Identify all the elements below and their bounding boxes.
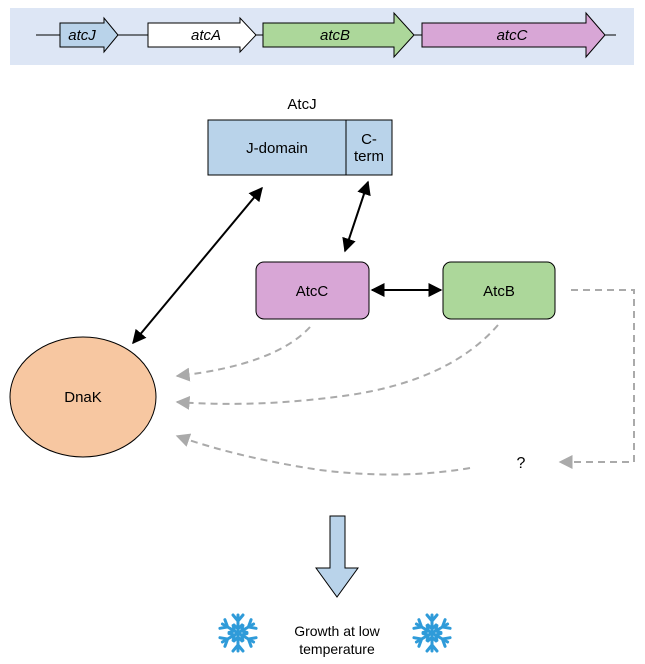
unknown-factor-label: ?	[517, 455, 526, 472]
dnak-node	[9, 336, 157, 458]
gene-atcb-arrow: atcB	[262, 11, 415, 59]
left-snowflake-icon	[220, 615, 256, 651]
atcc-label: AtcC	[296, 283, 329, 300]
dashed-arrow-atcc-dnak	[175, 326, 311, 382]
atcj-title: AtcJ	[287, 96, 316, 113]
right-snowflake-icon	[414, 615, 450, 651]
dnak-label: DnaK	[64, 389, 102, 406]
atcj-jdomain-label: J-domain	[246, 140, 308, 157]
arrow-atcj-dnak	[132, 186, 263, 345]
atcj-cterm-label: C- term	[354, 131, 384, 165]
atcj-jdomain-box	[207, 119, 347, 176]
gene-atcb-label: atcB	[320, 27, 350, 44]
gene-atcj-label: atcJ	[68, 27, 96, 44]
atcj-cterm-box	[345, 119, 393, 176]
gene-atcc-arrow: atcC	[421, 11, 606, 59]
dashed-arrow-unknown-dnak	[175, 433, 471, 476]
atcb-label: AtcB	[483, 283, 515, 300]
gene-atcc-label: atcC	[497, 27, 528, 44]
outcome-down-arrow	[315, 515, 359, 598]
dashed-arrow-atcb-dnak	[175, 324, 499, 410]
gene-atcj-arrow: atcJ	[59, 16, 119, 54]
gene-atca-label: atcA	[191, 27, 221, 44]
outcome-label: Growth at low temperature	[294, 623, 380, 657]
atcb-node	[442, 261, 556, 320]
gene-atca-arrow: atcA	[147, 16, 257, 54]
arrow-atcj-atcc	[342, 180, 371, 253]
dashed-arrow-atcb-unknown	[558, 289, 635, 469]
